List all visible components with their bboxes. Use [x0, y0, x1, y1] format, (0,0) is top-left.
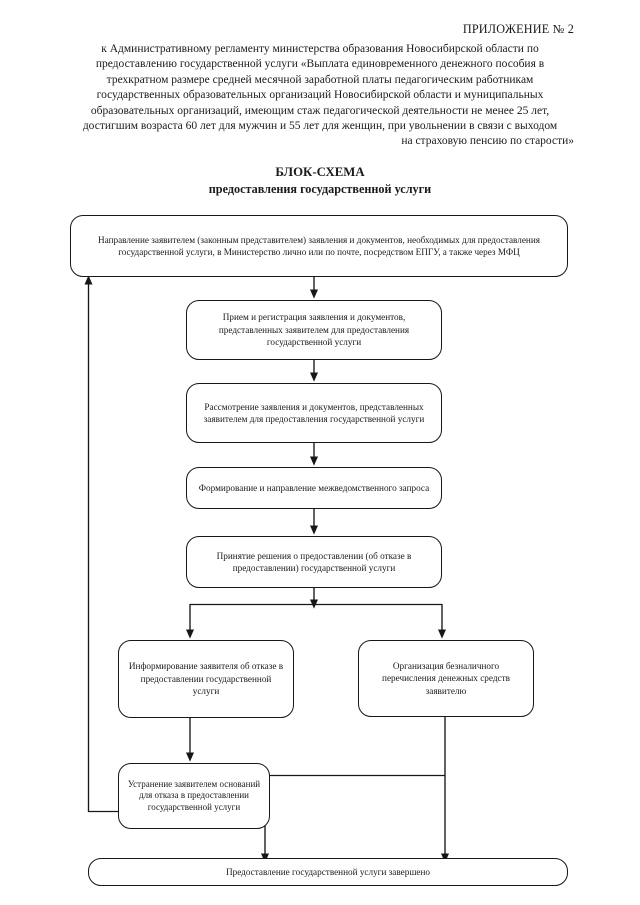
node-decision[interactable]: Принятие решения о предоставлении (об от… [186, 536, 442, 588]
node-completed[interactable]: Предоставление государственной услуги за… [88, 858, 568, 886]
node-refusal-notice-label: Информирование заявителя об отказе в пре… [128, 661, 284, 697]
node-payment-transfer[interactable]: Организация безналичного перечисления де… [358, 640, 534, 717]
node-submission[interactable]: Направление заявителем (законным предста… [70, 215, 568, 277]
document-header: ПРИЛОЖЕНИЕ № 2 к Административному регла… [66, 22, 574, 150]
node-registration[interactable]: Прием и регистрация заявления и документ… [186, 300, 442, 360]
page-title: БЛОК-СХЕМА предоставления государственно… [0, 164, 640, 198]
node-registration-label: Прием и регистрация заявления и документ… [218, 312, 410, 348]
node-review[interactable]: Рассмотрение заявления и документов, пре… [186, 383, 442, 443]
node-review-label: Рассмотрение заявления и документов, пре… [203, 401, 425, 424]
appendix-number: ПРИЛОЖЕНИЕ № 2 [462, 22, 574, 36]
page-title-line-1: БЛОК-СХЕМА [275, 165, 365, 179]
page-title-line-2: предоставления государственной услуги [208, 182, 432, 196]
appendix-description: к Административному регламенту министерс… [66, 42, 574, 150]
node-interagency-request-label: Формирование и направление межведомствен… [198, 482, 430, 493]
appendix-description-last-line: на страховую пенсию по старости» [401, 135, 574, 148]
node-submission-label: Направление заявителем (законным предста… [97, 234, 540, 257]
node-completed-label: Предоставление государственной услуги за… [226, 866, 430, 877]
appendix-description-text: к Административному регламенту министерс… [82, 43, 558, 133]
node-fix-grounds-label: Устранение заявителем оснований для отка… [127, 778, 261, 812]
node-payment-transfer-label: Организация безналичного перечисления де… [382, 660, 510, 696]
node-fix-grounds[interactable]: Устранение заявителем оснований для отка… [118, 763, 270, 829]
node-refusal-notice[interactable]: Информирование заявителя об отказе в пре… [118, 640, 294, 718]
node-decision-label: Принятие решения о предоставлении (об от… [216, 550, 412, 573]
node-interagency-request[interactable]: Формирование и направление межведомствен… [186, 467, 442, 509]
